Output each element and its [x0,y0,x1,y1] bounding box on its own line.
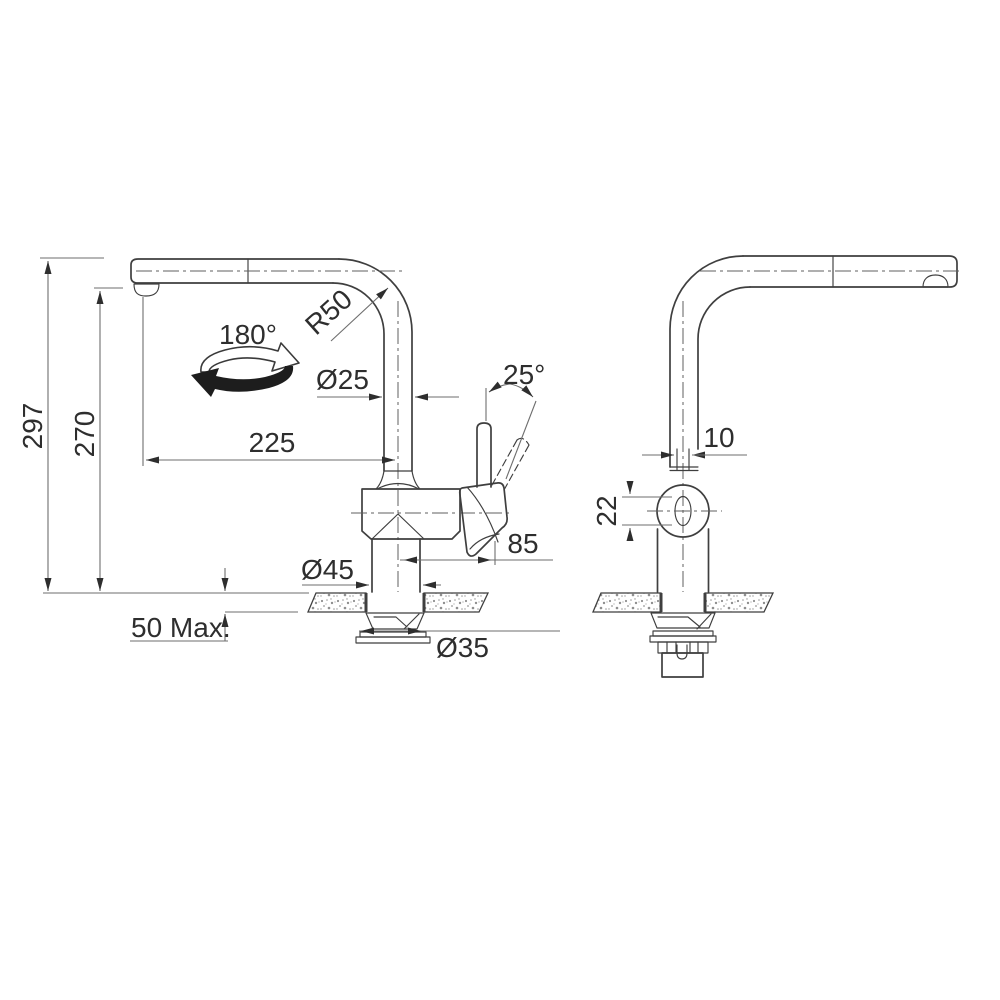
dim-label-base-diameter: Ø45 [301,554,354,585]
handle-lever [476,422,492,488]
mounting-flange [365,612,425,630]
handle-cap-arc-lower [469,533,500,550]
handle-cap-arc [466,486,499,543]
dim-label-neck-width: 10 [703,422,734,453]
riser-flare-right [411,470,421,490]
rotation-arrow-bottom [191,366,294,397]
handle-lever-tilted-ghost [491,437,530,491]
dim-label-bend-radius: R50 [299,283,358,340]
countertop-side [592,592,775,678]
dim-label-handle-offset: 85 [507,528,538,559]
faucet-body [361,488,461,540]
side-washer-plate-lower [649,635,717,643]
counter-slab-right [423,592,490,613]
washer-plate-upper [359,631,427,638]
side-spout-nozzle [922,274,949,288]
body-dome [376,482,420,490]
dim-label-swivel-angle: 180° [219,319,277,350]
mounting-nut [657,641,709,654]
dimensions-side: 10 22 [591,422,747,541]
body-cone-left [371,513,399,540]
dim-label-hole-diameter: Ø35 [436,632,489,663]
side-spout-outer-bend [669,255,744,468]
side-counter-slab-right [704,592,775,613]
dim-label-spout-diameter: Ø25 [316,364,369,395]
dim-label-slot-height: 22 [591,495,622,526]
spout-tube-outline [130,258,340,284]
side-washer-plate-upper [652,630,714,637]
side-mounting-flange [650,612,716,629]
dim-25deg-ref-slant [505,400,537,480]
counter-slab-left [307,592,367,613]
riser-flare-left [375,470,385,490]
washer-plate-lower [355,636,431,644]
side-view [647,255,963,593]
body-cone-right [397,513,425,540]
dim-label-lever-angle: 25° [503,359,545,390]
front-view [130,258,530,593]
dim-label-spout-reach: 225 [249,427,296,458]
dim-label-counter-max: 50 Max. [131,612,231,643]
handle-cap [458,482,508,557]
dim-label-total-height: 297 [17,403,48,450]
spout-outer-bend [338,258,413,472]
side-mounting-clip-line [657,613,712,630]
dim-25deg-arc-left [488,381,511,393]
dim-r50-leader [330,287,389,342]
side-spout-inner-bend [697,286,751,450]
mounting-clip-line [373,613,420,630]
side-counter-slab-left [592,592,662,613]
dim-25deg-arc-right [509,383,534,398]
threaded-stud [676,644,688,660]
dim-label-spout-height: 270 [69,411,100,458]
countertop-front [307,592,490,644]
mounting-nut-flats [666,641,699,654]
spout-inner-bend [332,282,385,472]
hose-connector-block [661,652,704,678]
rotation-arrow-top [200,342,300,373]
neck-joint-lines [669,466,699,472]
spout-nozzle [133,283,160,297]
dimensions-front: 297 270 50 Max. 225 Ø25 25° R50 [17,257,560,663]
swivel-symbol: 180° [191,319,300,397]
